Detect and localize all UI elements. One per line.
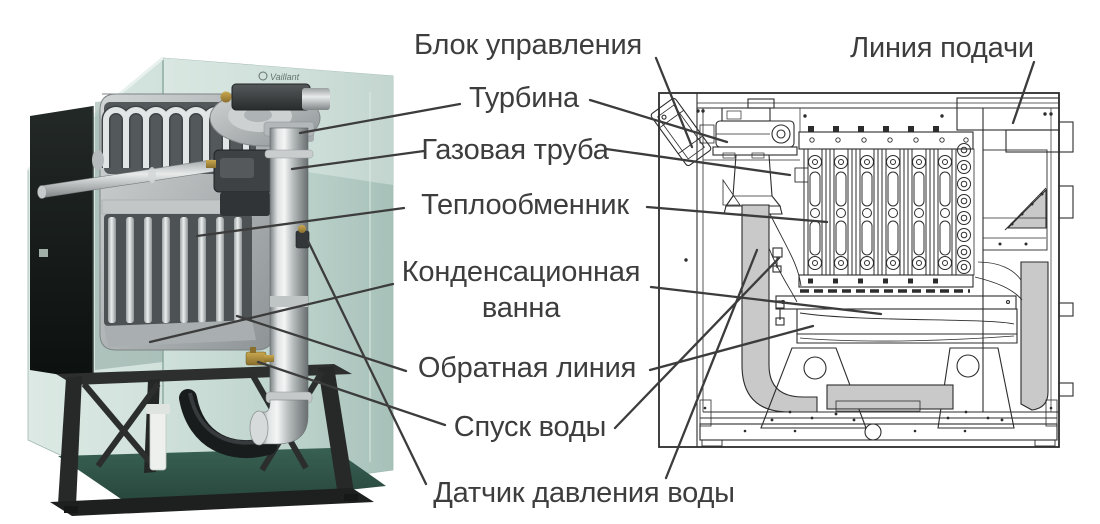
interior-panel bbox=[30, 106, 94, 380]
label-turbine: Турбина bbox=[469, 82, 579, 115]
leader-line-water-pressure-sensor bbox=[306, 239, 428, 486]
base-drawing bbox=[699, 399, 1058, 447]
right-panel-drawing bbox=[974, 149, 1049, 411]
supply-duct-drawing bbox=[684, 97, 1060, 262]
leader-line-return-line bbox=[648, 324, 815, 372]
label-control-unit: Блок управления bbox=[414, 29, 642, 62]
boiler-schematic bbox=[650, 92, 1074, 448]
label-gas-pipe: Газовая труба bbox=[421, 134, 609, 167]
brand-logo: Vaillant bbox=[258, 71, 300, 82]
siphon-pipe bbox=[146, 404, 170, 471]
flue-duct-drawing bbox=[741, 204, 818, 413]
drain-valve-photo bbox=[245, 347, 274, 366]
leader-line-heat-exchanger bbox=[645, 205, 829, 224]
boiler-photo: Vaillant bbox=[27, 56, 394, 516]
label-supply-line: Линия подачи bbox=[850, 32, 1034, 65]
leader-line-water-drain bbox=[613, 256, 781, 430]
control-unit-drawing bbox=[650, 97, 712, 167]
leader-line-heat-exchanger bbox=[195, 206, 406, 238]
heat-exchanger-drawing bbox=[798, 126, 975, 293]
leader-line-condensation-bath bbox=[649, 285, 883, 316]
leader-line-gas-pipe bbox=[290, 149, 426, 171]
brand-text: Vaillant bbox=[270, 72, 300, 82]
label-condensation-bath: Конденсационная ванна bbox=[401, 256, 641, 324]
leader-line-supply-line bbox=[1011, 60, 1036, 125]
leader-line-water-pressure-sensor bbox=[664, 248, 759, 480]
flue-pipe-photo bbox=[249, 121, 315, 446]
leader-line-turbine bbox=[298, 102, 462, 135]
gas-valve-photo bbox=[206, 149, 279, 216]
condensate-bath-drawing bbox=[775, 295, 1018, 344]
leader-line-control-unit bbox=[654, 56, 694, 149]
label-heat-exchanger: Теплообменник bbox=[421, 189, 629, 222]
leader-line-condensation-bath bbox=[148, 282, 395, 344]
leader-line-water-drain bbox=[256, 360, 447, 427]
label-water-drain: Спуск воды bbox=[453, 411, 607, 444]
turbine-drawing bbox=[699, 98, 798, 159]
support-legs-drawing bbox=[760, 347, 1015, 429]
pressure-sensor-photo bbox=[295, 225, 310, 249]
leader-line-turbine bbox=[588, 98, 729, 144]
leader-line-gas-pipe bbox=[604, 147, 792, 177]
leader-line-return-line bbox=[235, 314, 408, 373]
label-return-line: Обратная линия bbox=[417, 352, 637, 385]
label-water-pressure-sensor: Датчик давления воды bbox=[433, 477, 735, 510]
side-tabs-drawing bbox=[1058, 121, 1074, 397]
